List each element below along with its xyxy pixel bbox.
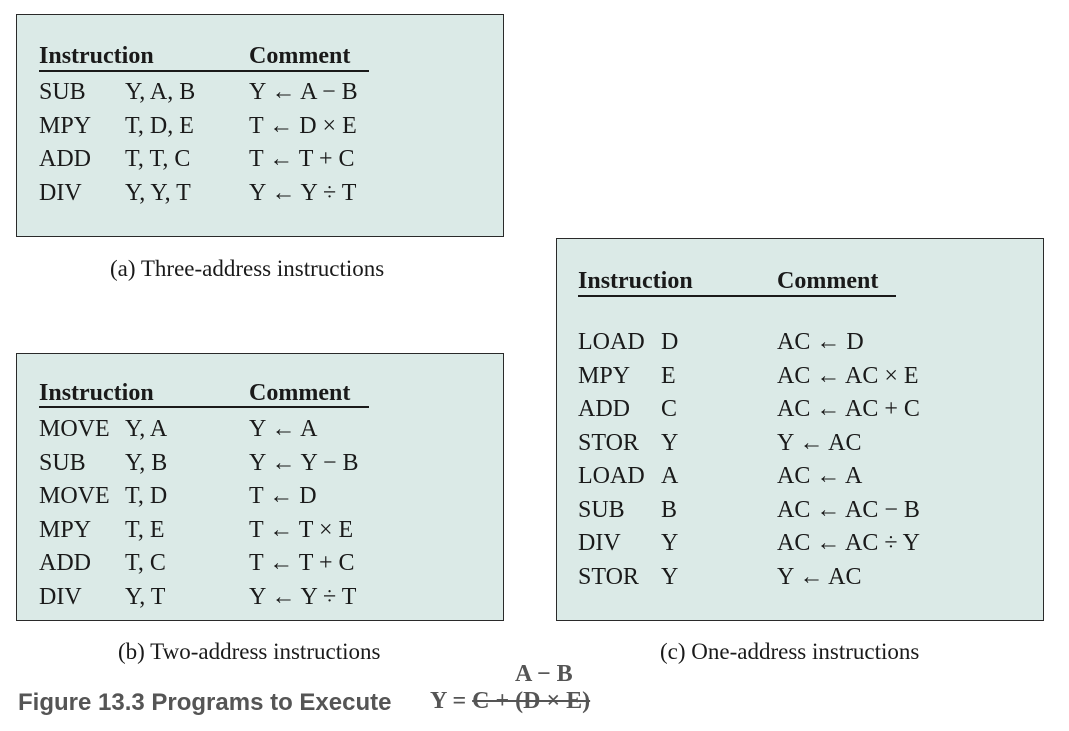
instruction-opcode: MPY [39,112,92,139]
instruction-comment: T ← T + C [249,146,355,172]
header-underline [39,70,369,72]
instruction-opcode: MOVE [39,416,110,442]
formula-struck-term: C + (D × E) [472,688,591,714]
instruction-operands: Y, Y, T [125,179,191,206]
instruction-comment: Y ← A [249,416,318,442]
table-row: STOR Y Y ← AC [557,426,1043,460]
figure-title: Figure 13.3 Programs to Execute [18,689,392,716]
instruction-opcode: MPY [578,362,631,389]
instruction-header: Instruction [39,43,154,69]
figure-formula-numerator: A − B [515,661,573,687]
instruction-comment: T ← T × E [249,516,354,543]
formula-lhs: Y = [430,688,467,714]
two-address-panel: Instruction Comment MOVE Y, A Y ← A SUB Y, B… [16,353,504,621]
instruction-comment: T ← D [249,483,317,509]
instruction-opcode: DIV [39,179,82,206]
instruction-operands: T, D [125,483,168,509]
instruction-opcode: ADD [39,146,91,172]
instruction-comment: AC ← D [777,329,864,355]
table-row: DIV Y, Y, T Y ← Y ÷ T [17,176,503,210]
instruction-operands: D [661,329,679,355]
instruction-comment: Y ← Y ÷ T [249,583,357,610]
instruction-opcode: STOR [578,429,639,456]
table-row: LOAD A AC ← A [557,459,1043,493]
table-row: DIV Y AC ← AC ÷ Y [557,526,1043,560]
instruction-opcode: SUB [578,496,625,523]
table-row: ADD C AC ← AC + C [557,392,1043,426]
instruction-operands: T, C [125,550,166,576]
instruction-comment: Y ← Y − B [249,449,359,476]
instruction-operands: Y, T [125,583,166,610]
table-row: SUB Y, B Y ← Y − B [17,446,503,480]
instruction-comment: AC ← AC × E [777,362,919,389]
instruction-opcode: ADD [39,550,91,576]
figure-formula: Y = C + (D × E) [430,688,590,715]
instruction-opcode: STOR [578,563,639,590]
table-row: SUB B AC ← AC − B [557,493,1043,527]
table-header: Instruction Comment [17,376,503,410]
instruction-opcode: SUB [39,449,86,476]
instruction-comment: T ← D × E [249,112,357,139]
instruction-opcode: SUB [39,79,86,105]
instruction-comment: Y ← Y ÷ T [249,179,357,206]
table-row: ADD T, C T ← T + C [17,546,503,580]
two-address-caption: (b) Two-address instructions [118,639,381,664]
instruction-operands: E [661,362,676,389]
instruction-operands: T, D, E [125,112,194,139]
table-header: Instruction Comment [17,39,503,73]
table-row: DIV Y, T Y ← Y ÷ T [17,580,503,614]
instruction-comment: AC ← AC − B [777,496,920,523]
table-row: MPY T, D, E T ← D × E [17,109,503,143]
instruction-operands: T, E [125,516,165,543]
table-row: MPY T, E T ← T × E [17,513,503,547]
instruction-opcode: MPY [39,516,92,543]
comment-header: Comment [249,43,351,69]
comment-header: Comment [777,268,879,294]
comment-header: Comment [249,380,351,406]
table-row: MPY E AC ← AC × E [557,359,1043,393]
instruction-operands: B [661,496,678,523]
table-row: LOAD D AC ← D [557,325,1043,359]
instruction-header: Instruction [39,380,154,406]
one-address-caption: (c) One-address instructions [660,639,920,664]
instruction-operands: Y [661,429,679,456]
instruction-operands: A [661,463,679,489]
header-underline [578,295,896,297]
table-row: STOR Y Y ← AC [557,560,1043,594]
instruction-opcode: DIV [39,583,82,610]
instruction-comment: AC ← AC + C [777,396,920,422]
instruction-opcode: LOAD [578,463,645,489]
instruction-comment: Y ← A − B [249,79,358,105]
instruction-opcode: MOVE [39,483,110,509]
instruction-comment: AC ← AC ÷ Y [777,530,920,556]
table-row: MOVE Y, A Y ← A [17,412,503,446]
three-address-panel: Instruction Comment SUB Y, A, B Y ← A − B M… [16,14,504,237]
table-row: MOVE T, D T ← D [17,479,503,513]
instruction-comment: Y ← AC [777,429,862,456]
instruction-operands: Y [661,563,679,590]
instruction-comment: Y ← AC [777,563,862,590]
instruction-comment: AC ← A [777,463,863,489]
table-row: ADD T, T, C T ← T + C [17,142,503,176]
instruction-opcode: ADD [578,396,630,422]
header-underline [39,406,369,408]
table-header: Instruction Comment [557,264,1043,298]
instruction-opcode: LOAD [578,329,645,355]
instruction-operands: C [661,396,678,422]
table-row: SUB Y, A, B Y ← A − B [17,75,503,109]
instruction-operands: Y, A, B [125,79,196,105]
instruction-header: Instruction [578,268,693,294]
three-address-caption: (a) Three-address instructions [110,256,385,281]
instruction-opcode: DIV [578,530,621,556]
instruction-operands: Y, B [125,449,168,476]
instruction-operands: Y [661,530,679,556]
instruction-comment: T ← T + C [249,550,355,576]
instruction-operands: Y, A [125,416,168,442]
instruction-operands: T, T, C [125,146,191,172]
one-address-panel: Instruction Comment LOAD D AC ← D MPY E AC ← … [556,238,1044,621]
